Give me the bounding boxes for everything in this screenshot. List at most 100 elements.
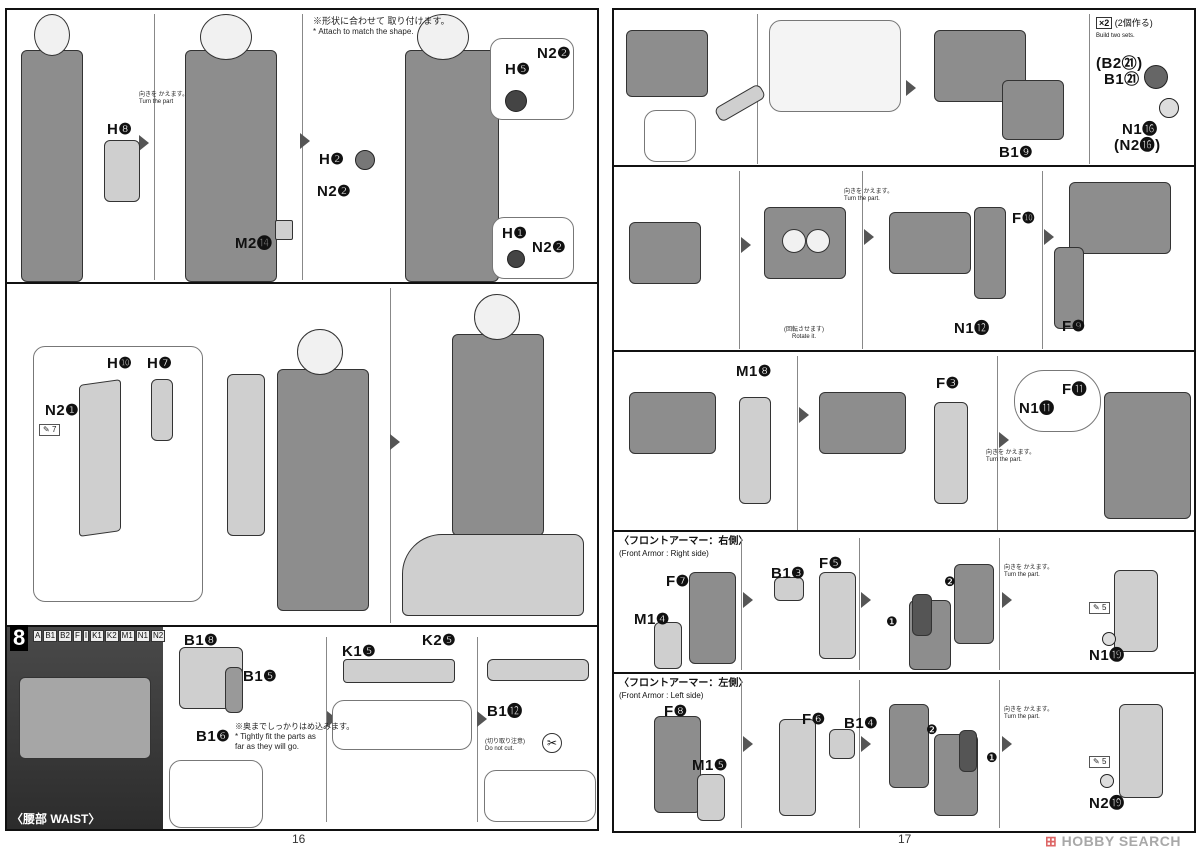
divider	[741, 538, 742, 670]
part-h7-illustration	[151, 379, 173, 441]
leg-assembly-illustration	[277, 369, 369, 611]
armor-assembly-illustration	[889, 704, 929, 788]
part-label: N2❷	[532, 239, 567, 256]
turn-note: 向きを かえます。 Turn the part.	[1004, 565, 1053, 579]
armor-assembled-illustration	[1114, 570, 1158, 652]
right-row-3: M1❽ F❸ N1⓫ F⓫ 向きを かえます。 Turn the part.	[612, 350, 1196, 532]
turn-note: 向きを かえます。 Turn the part.	[986, 450, 1035, 464]
part-label: B1❸	[771, 565, 806, 582]
turn-note: 向きを かえます。Turn the part	[139, 92, 188, 106]
tool-icon-number: 5	[1101, 603, 1107, 612]
part-label: (N2⓰)	[1114, 137, 1161, 154]
part-b15-illustration	[225, 667, 243, 713]
callout-box	[332, 700, 472, 750]
divider	[797, 356, 798, 530]
knee-cap-illustration	[200, 14, 252, 60]
left-panel-1: H❽ 向きを かえます。Turn the part M2⓮ N2❷ H❺ H❷ …	[5, 8, 599, 284]
part-label: N1⓰	[1122, 121, 1158, 138]
part-label: F⓫	[1062, 381, 1088, 398]
step-arrow-icon	[861, 592, 871, 608]
leg-assembly-illustration	[452, 334, 544, 536]
foot-illustration	[402, 534, 584, 616]
part-label: M1❺	[692, 757, 728, 774]
divider	[739, 171, 740, 349]
part-label: F❾	[1062, 318, 1086, 335]
part-label: M2⓮	[235, 235, 273, 252]
leg-assembly-illustration	[21, 50, 83, 282]
waist-photo	[7, 627, 163, 829]
tool-icon: ✎ 5	[1089, 756, 1111, 768]
runner-tag: I	[82, 630, 90, 642]
callout-box	[1014, 370, 1101, 432]
part-label: B1❺	[243, 668, 278, 685]
armor-illustration	[227, 374, 265, 536]
rotate-note-jp: (回転させます)	[784, 327, 824, 333]
armor-assembled-illustration	[1119, 704, 1163, 798]
part-label: F❽	[664, 703, 688, 720]
part-label: H❶	[502, 225, 528, 242]
step-arrow-icon	[300, 133, 310, 149]
step-arrow-icon	[1002, 736, 1012, 752]
watermark: ⊞ HOBBY SEARCH	[1045, 833, 1181, 850]
attach-note-en: * Attach to match the shape.	[313, 27, 414, 36]
section-title: 〈腰部 WAIST〉	[11, 812, 101, 826]
step-1-marker: ❶	[986, 750, 998, 765]
step-arrow-icon	[743, 592, 753, 608]
frame-part-illustration	[889, 212, 971, 274]
part-h5-illustration	[505, 90, 527, 112]
divider	[326, 637, 327, 822]
divider	[862, 171, 863, 349]
part-label: F❼	[666, 573, 690, 590]
part-label: F❿	[1012, 210, 1036, 227]
armor-assembly-illustration	[954, 564, 994, 644]
multiplier-badge: ×2 (2個作る) Build two sets.	[1096, 16, 1153, 39]
part-label: B1㉑	[1104, 71, 1140, 88]
front-armor-left-panel: 〈フロントアーマー：左側〉 (Front Armor : Left side) …	[612, 672, 1196, 833]
runner-tag: N2	[151, 630, 166, 642]
callout-box	[769, 20, 901, 112]
part-label: F❸	[936, 375, 960, 392]
divider	[859, 680, 860, 828]
step-arrow-icon	[999, 432, 1009, 448]
multiplier: ×2	[1096, 17, 1113, 29]
part-m2-illustration	[275, 220, 293, 240]
divider	[390, 288, 391, 623]
armor-part-illustration	[912, 594, 932, 636]
part-f10-illustration	[974, 207, 1006, 299]
divider	[859, 538, 860, 670]
part-b1-21-illustration	[1144, 65, 1168, 89]
tool-icon-number: 5	[1101, 757, 1107, 766]
part-label: N1⓳	[1089, 647, 1125, 664]
step-arrow-icon	[139, 135, 149, 151]
part-label: H❿	[107, 355, 133, 372]
section-title: 〈フロントアーマー：右側〉 (Front Armor : Right side)	[619, 536, 748, 560]
divider	[154, 14, 155, 280]
knee-cap-illustration	[417, 14, 469, 60]
step-2-marker: ❷	[944, 574, 956, 589]
frame-part-illustration	[629, 392, 716, 454]
turn-note-jp: 向きを かえます。	[1004, 707, 1054, 713]
turn-note-en: Turn the part.	[1004, 572, 1040, 578]
part-label: B1❹	[844, 715, 879, 732]
callout-box	[490, 38, 574, 120]
part-f8-illustration	[654, 716, 701, 813]
no-cut-icon: ✂	[542, 733, 562, 753]
leg-assembly-illustration	[405, 50, 499, 282]
knee-cap-illustration	[474, 294, 520, 340]
watermark-text: HOBBY SEARCH	[1061, 833, 1181, 849]
watermark-logo-icon: ⊞	[1045, 833, 1062, 849]
part-h8-illustration	[104, 140, 140, 202]
right-row-2: F❿ N1⓬ F❾ (回転させます) Rotate it. 向きを かえます。 …	[612, 165, 1196, 352]
part-label: F❻	[802, 711, 826, 728]
turn-note-en: Turn the part.	[844, 196, 880, 202]
turn-note-jp: 向きを かえます。	[139, 92, 189, 98]
build-note-jp: (2個作る)	[1114, 18, 1153, 28]
section-title-jp: 〈フロントアーマー：左側〉	[619, 678, 749, 689]
turn-note-jp: 向きを かえます。	[986, 450, 1036, 456]
turn-note-en: Turn the part.	[986, 457, 1022, 463]
part-label: H❺	[505, 61, 531, 78]
section-title-en: (Front Armor : Right side)	[619, 549, 709, 558]
step-number: 8	[10, 625, 29, 651]
page-number-right: 17	[898, 832, 912, 846]
